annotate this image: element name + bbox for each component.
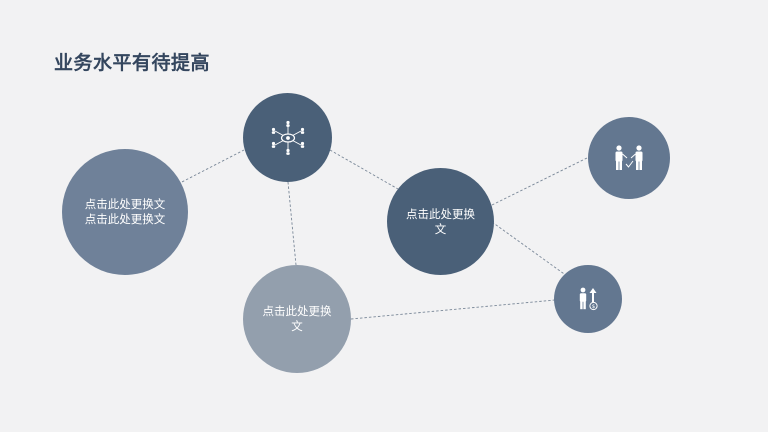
connector-top-to-center — [329, 149, 399, 190]
node-bottom-center-label: 点击此处更换文 — [262, 304, 332, 333]
node-left-large[interactable]: 点击此处更换文 点击此处更换文 — [62, 149, 188, 275]
connector-top-to-bottom — [287, 181, 297, 266]
person-growth-money-icon: $ — [575, 286, 601, 312]
connector-center-to-topright — [491, 155, 592, 206]
slide-title: 业务水平有待提高 — [54, 52, 211, 74]
svg-text:$: $ — [592, 304, 596, 310]
node-bottom-center[interactable]: 点击此处更换文 — [243, 265, 351, 373]
node-top-center[interactable] — [243, 93, 332, 182]
node-center-right[interactable]: 点击此处更换文 — [387, 168, 494, 275]
connector-center-to-bottomright — [491, 221, 568, 277]
node-left-large-label: 点击此处更换文 点击此处更换文 — [84, 197, 166, 226]
node-center-right-label: 点击此处更换文 — [406, 206, 475, 236]
network-eye-icon — [268, 118, 308, 158]
connector-bottom-to-bottomright — [350, 299, 556, 320]
handshake-people-icon — [611, 142, 647, 174]
connector-left-to-top — [177, 149, 245, 185]
node-top-right[interactable] — [588, 117, 670, 199]
node-bottom-right[interactable]: $ — [554, 265, 622, 333]
